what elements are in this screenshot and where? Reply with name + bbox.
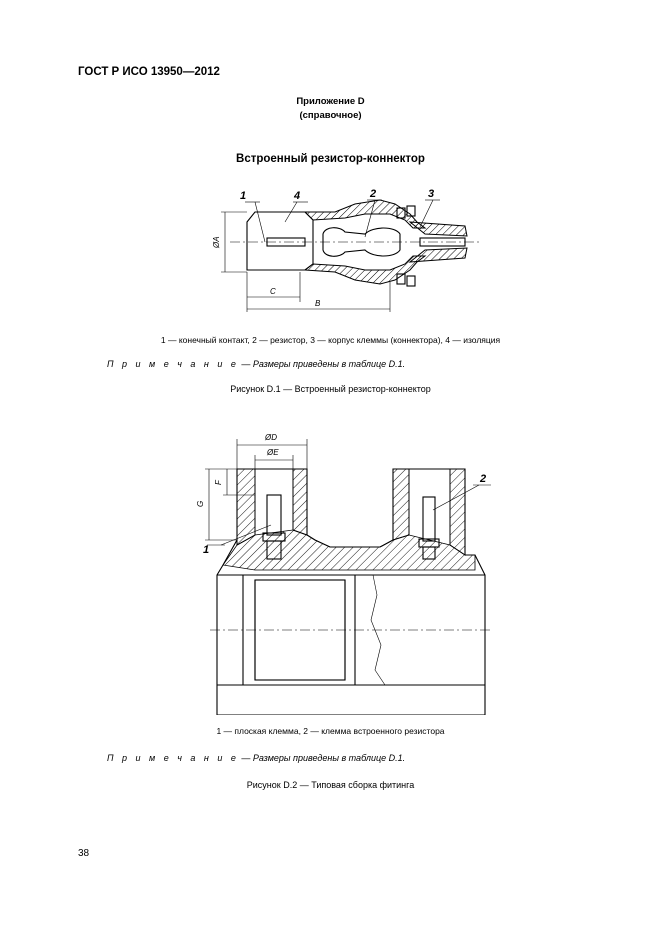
figure1-note-text: — Размеры приведены в таблице D.1. [238,359,406,369]
document-header: ГОСТ Р ИСО 13950—2012 [78,66,220,78]
appendix-subtitle: (справочное) [299,110,362,121]
fig1-label-1: 1 [240,190,246,202]
figure2-note-text: — Размеры приведены в таблице D.1. [238,753,406,763]
figure2-legend: 1 — плоская клемма, 2 — клемма встроенно… [216,726,445,736]
dim-c-label: C [270,287,276,296]
appendix-heading: Приложение D (справочное) [0,95,661,123]
dim-e-label: ØE [266,448,279,457]
dim-b-label: B [315,299,321,308]
dim-f-label: F [214,479,223,485]
fig1-label-2: 2 [369,188,376,200]
dim-g-label: G [196,501,205,507]
figure2-caption: Рисунок D.2 — Типовая сборка фитинга [246,780,415,790]
fig1-label-3: 3 [428,188,434,200]
figure2-note: П р и м е ч а н и е — Размеры приведены … [107,753,405,763]
figure1-note: П р и м е ч а н и е — Размеры приведены … [107,359,405,369]
figure-d2-drawing: ØD ØE F G 1 2 [196,433,491,715]
dim-d-label: ØD [264,433,277,442]
figure1-note-prefix: П р и м е ч а н и е [107,359,239,369]
page-number: 38 [78,848,90,859]
figure1-caption: Рисунок D.1 — Встроенный резистор-коннек… [230,384,431,394]
dim-a-label: ØA [212,236,221,249]
appendix-title: Приложение D [296,96,365,107]
section-title: Встроенный резистор-коннектор [236,153,425,165]
figure2-note-prefix: П р и м е ч а н и е [107,753,239,763]
figure1-legend: 1 — конечный контакт, 2 — резистор, 3 — … [160,335,501,345]
figure-d1-drawing: ØA C B 1 4 2 3 [212,188,480,312]
fig1-label-4: 4 [293,190,300,202]
fig2-label-2: 2 [479,473,486,485]
fig2-label-1: 1 [203,544,209,556]
